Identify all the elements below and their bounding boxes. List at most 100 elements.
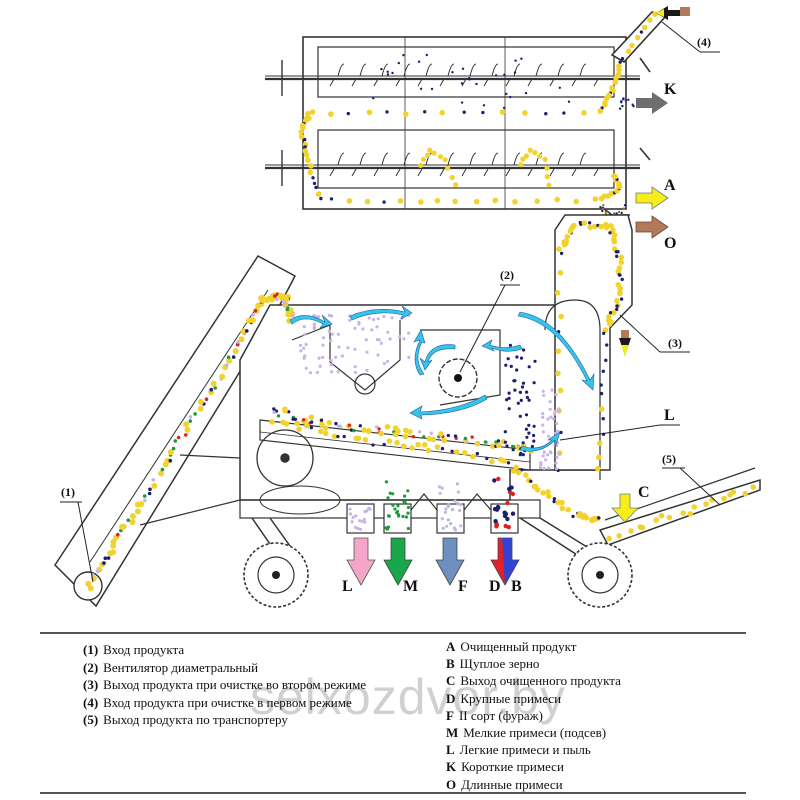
particle	[496, 476, 501, 482]
particle	[87, 585, 94, 592]
particle	[103, 556, 108, 560]
particle	[184, 433, 188, 437]
particle	[245, 329, 249, 333]
particle	[459, 524, 463, 528]
particle	[340, 354, 344, 358]
callout-3: (3)	[668, 336, 682, 350]
particle	[272, 407, 276, 411]
particle	[473, 198, 480, 205]
particle	[391, 71, 394, 75]
particle	[557, 387, 564, 394]
legend-item: (5)Выход продукта по транспортеру	[83, 711, 366, 729]
particle	[296, 426, 302, 432]
particle	[377, 427, 381, 431]
particle	[461, 67, 465, 71]
label-O: O	[664, 235, 676, 252]
particle	[298, 343, 303, 347]
particle	[353, 370, 357, 374]
particle	[503, 430, 507, 434]
particle	[627, 98, 630, 102]
particle	[538, 466, 543, 470]
particle	[523, 153, 530, 159]
particle	[532, 424, 536, 428]
particle	[347, 423, 351, 427]
particle	[106, 556, 111, 560]
particle	[653, 517, 659, 523]
particle	[391, 492, 395, 496]
particle	[620, 57, 625, 61]
particle	[628, 528, 634, 534]
particle	[549, 415, 553, 419]
particle	[546, 453, 550, 457]
particle	[602, 331, 606, 335]
particle	[422, 435, 426, 439]
particle	[314, 185, 318, 190]
particle	[506, 461, 511, 465]
legend-item: (2)Вентилятор диаметральный	[83, 659, 366, 677]
particle	[601, 369, 605, 373]
particle	[624, 99, 627, 102]
particle	[521, 453, 525, 457]
particle	[330, 370, 334, 374]
particle	[541, 454, 545, 458]
particle	[604, 358, 608, 362]
particle	[464, 439, 469, 444]
particle	[329, 363, 333, 367]
particle	[611, 309, 617, 316]
particle	[511, 448, 515, 452]
particle	[402, 337, 406, 341]
particle	[210, 380, 217, 387]
particle	[294, 420, 300, 427]
particle	[485, 456, 489, 461]
particle	[330, 332, 334, 336]
particle	[721, 495, 727, 502]
particle	[167, 449, 174, 456]
particle	[336, 332, 340, 336]
particle	[520, 57, 523, 60]
particle	[318, 428, 324, 435]
particle	[312, 181, 317, 186]
particle	[329, 358, 333, 362]
particle	[402, 54, 405, 57]
output-arrow-F	[435, 537, 465, 586]
particle	[505, 444, 509, 448]
particle	[618, 273, 622, 277]
legend-key: M	[446, 724, 459, 740]
particle	[303, 152, 310, 158]
wheel-right	[567, 542, 633, 608]
particle	[110, 538, 117, 545]
particle	[322, 336, 326, 340]
particle	[615, 212, 618, 215]
particle	[494, 522, 500, 528]
particle	[327, 329, 331, 333]
particle	[496, 442, 502, 449]
particle	[541, 412, 545, 416]
particle	[361, 427, 367, 433]
output-arrow-M	[383, 537, 413, 586]
particle	[562, 111, 566, 115]
particle	[666, 514, 673, 521]
particle	[625, 48, 632, 54]
particle	[530, 444, 535, 449]
particle	[282, 407, 288, 414]
particle	[559, 505, 566, 512]
particle	[612, 79, 619, 85]
particle	[598, 223, 604, 230]
particle	[421, 441, 428, 448]
particle	[451, 71, 454, 74]
particle	[388, 491, 392, 495]
particle	[449, 174, 455, 181]
particle	[687, 511, 694, 517]
particle	[596, 454, 602, 461]
particle	[168, 458, 173, 463]
particle	[521, 381, 526, 385]
particle	[406, 489, 410, 493]
particle	[603, 95, 610, 101]
particle	[312, 322, 316, 326]
particle	[386, 359, 390, 363]
particle	[541, 430, 546, 434]
particle	[443, 510, 448, 514]
particle	[355, 435, 362, 442]
particle	[142, 494, 147, 498]
